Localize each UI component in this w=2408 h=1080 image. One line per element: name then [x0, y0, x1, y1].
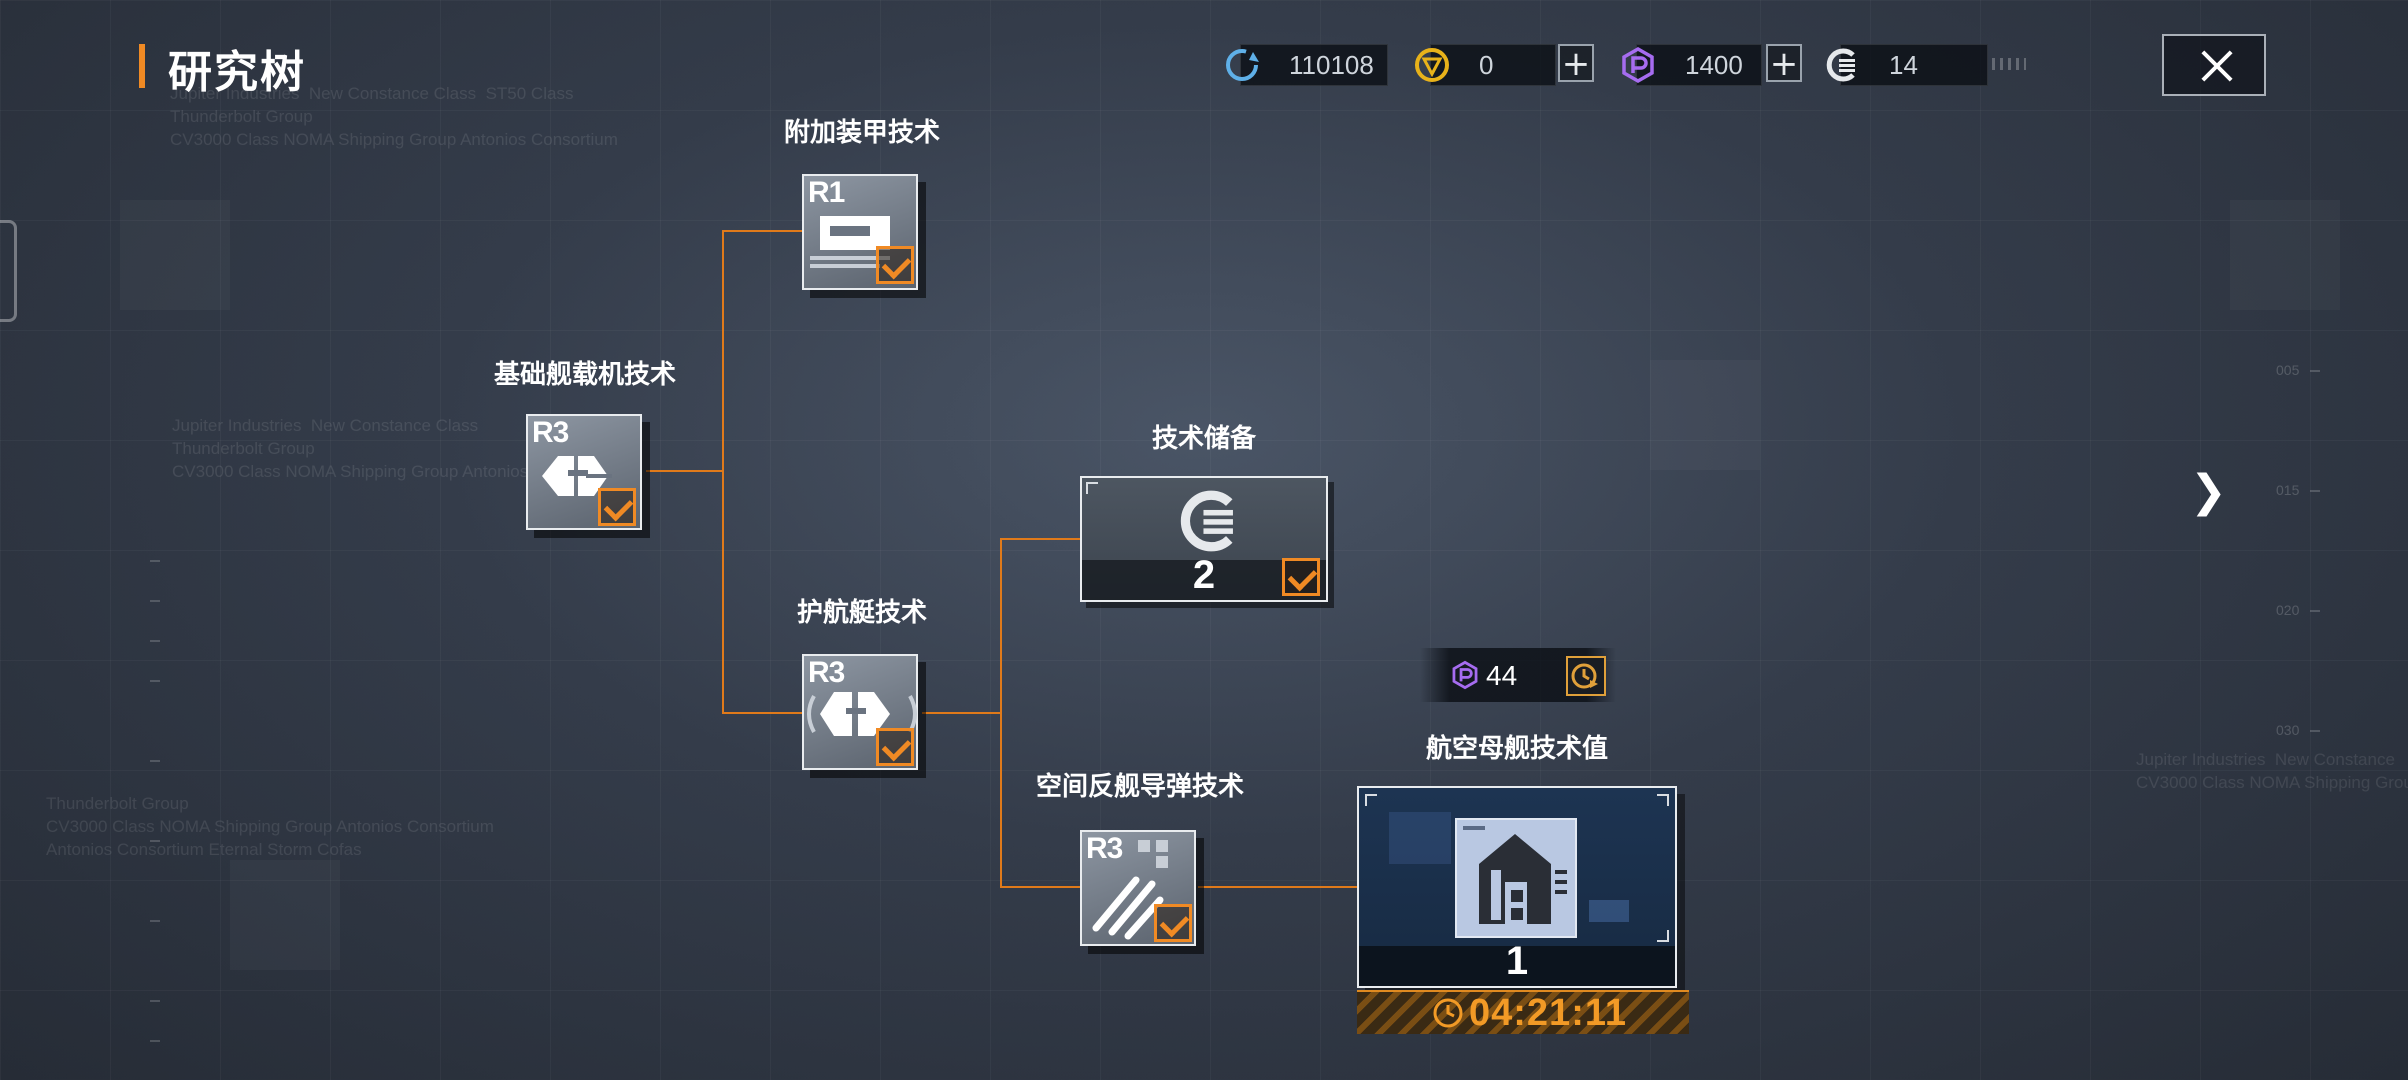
background-tile: [1389, 812, 1451, 864]
background-watermark: Jupiter Industries New Constance Class S…: [170, 84, 618, 149]
side-drawer-handle[interactable]: [0, 220, 17, 322]
tech-node-missile[interactable]: R3: [1080, 830, 1196, 946]
ruler-label: 005: [2276, 362, 2300, 378]
timer-value: 04:21:11: [1469, 992, 1628, 1034]
rank-label: R3: [808, 656, 845, 689]
ruler-tick: [150, 1040, 160, 1042]
tree-connector: [1198, 886, 1357, 888]
background-tile: [2230, 200, 2340, 310]
background-tile: [1589, 900, 1629, 922]
ruler-tick: [150, 680, 160, 682]
rank-label: R3: [1086, 832, 1123, 865]
resource-value: 110108: [1289, 49, 1374, 80]
ruler-tick: [150, 560, 160, 562]
background-watermark: Jupiter Industries New Constance Class T…: [172, 416, 529, 481]
background-tile: [120, 200, 230, 310]
completed-check-icon: [598, 488, 636, 526]
node-label: 技术储备: [1151, 424, 1257, 454]
tree-connector: [722, 230, 724, 714]
tech-point-icon: [1826, 48, 1855, 82]
resource-bar-decoration: [1992, 58, 2026, 70]
completed-check-icon: [876, 728, 914, 766]
background-watermark: Thunderbolt Group CV3000 Class NOMA Ship…: [46, 794, 494, 859]
carrier-value-count: 1: [1505, 939, 1529, 983]
tree-connector: [922, 712, 1002, 714]
rank-label: R1: [808, 176, 845, 209]
tree-connector: [722, 712, 802, 714]
ruler-tick: [150, 760, 160, 762]
background-watermark: Jupiter Industries New Constance CV3000 …: [2136, 750, 2408, 792]
node-label: 航空母舰技术值: [1425, 734, 1609, 764]
clock-icon: [1433, 998, 1463, 1028]
frame-corner: [1657, 930, 1669, 942]
ruler-label: 015: [2276, 482, 2300, 498]
resource-gold: 0: [1415, 44, 1556, 86]
resource-value: 0: [1479, 49, 1494, 80]
next-page-arrow-icon[interactable]: ❯: [2190, 466, 2227, 517]
armor-plate-icon: [810, 216, 890, 268]
research-timer: 04:21:11: [1357, 990, 1689, 1034]
tech-node-escort[interactable]: R3: [802, 654, 918, 770]
cost-value: 44: [1486, 660, 1518, 691]
tech-node-basic-carrier[interactable]: R3: [526, 414, 642, 530]
ruler-tick: [150, 640, 160, 642]
tech-node-reserve[interactable]: 2: [1080, 476, 1328, 602]
fighter-pair-icon: [542, 456, 612, 496]
tree-connector: [722, 230, 802, 232]
escort-ship-icon: [807, 692, 917, 736]
resource-value: 14: [1889, 49, 1918, 80]
tech-node-armor[interactable]: R1: [802, 174, 918, 290]
add-premium-button[interactable]: +: [1766, 44, 1802, 82]
ruler-label: 030: [2276, 722, 2300, 738]
ruler-tick: [150, 840, 160, 842]
ruler-tick: [150, 920, 160, 922]
completed-check-icon: [1154, 904, 1192, 942]
reserve-count: 2: [1192, 553, 1216, 597]
ruler-tick: [2310, 370, 2320, 372]
gold-coin-icon: [1415, 48, 1449, 82]
purple-p-icon: [1622, 46, 1654, 84]
title-accent-bar: [139, 44, 145, 88]
completed-check-icon: [1282, 558, 1320, 596]
tree-connector: [1000, 886, 1080, 888]
tree-connector: [1000, 538, 1002, 888]
ruler-tick: [2310, 490, 2320, 492]
rank-label: R3: [532, 416, 569, 449]
clock-fast-forward-icon: [1571, 663, 1598, 689]
carrier-blueprint: [1455, 818, 1577, 938]
completed-check-icon: [876, 246, 914, 284]
ruler-tick: [150, 1000, 160, 1002]
frame-corner: [1086, 482, 1098, 494]
speed-up-button[interactable]: [1566, 656, 1606, 696]
purple-p-icon: [1452, 660, 1478, 690]
frame-corner: [1365, 794, 1377, 806]
page-title: 研究树: [168, 47, 306, 98]
node-label: 空间反舰导弹技术: [1035, 772, 1245, 802]
resource-premium: 1400: [1622, 44, 1762, 86]
tree-connector: [1000, 538, 1080, 540]
ruler-tick: [2310, 610, 2320, 612]
ruler-tick: [2310, 730, 2320, 732]
resource-tech-points: 14: [1826, 44, 1988, 86]
count-bar: [1359, 946, 1675, 986]
cycle-icon: [1226, 49, 1259, 81]
node-label: 附加装甲技术: [783, 118, 941, 148]
ruler-label: 020: [2276, 602, 2300, 618]
add-gold-button[interactable]: +: [1558, 44, 1594, 82]
resource-credits: 110108: [1226, 44, 1388, 86]
tech-point-icon: [1180, 490, 1233, 552]
carrier-ship-icon: [1463, 826, 1567, 924]
close-button[interactable]: [2162, 34, 2266, 96]
tech-node-carrier-value[interactable]: 1: [1357, 786, 1677, 988]
background-tile: [1650, 360, 1760, 470]
node-label: 护航艇技术: [796, 598, 928, 628]
background-tile: [230, 860, 340, 970]
ruler-tick: [150, 600, 160, 602]
node-label: 基础舰载机技术: [493, 360, 677, 390]
tree-connector: [646, 470, 724, 472]
resource-value: 1400: [1685, 49, 1743, 80]
frame-corner: [1657, 794, 1669, 806]
